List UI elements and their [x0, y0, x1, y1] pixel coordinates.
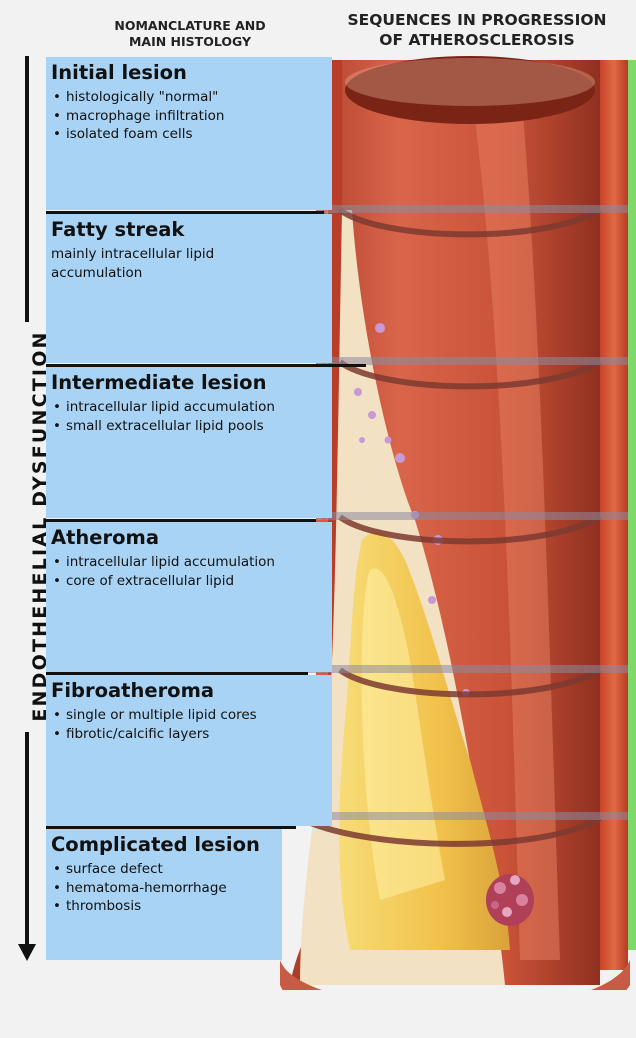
stage-items: single or multiple lipid cores fibrotic/…: [53, 706, 257, 743]
stage-items: intracellular lipid accumulation core of…: [53, 553, 275, 590]
stage-item: intracellular lipid accumulation: [53, 553, 275, 572]
stage-items: surface defect hematoma-hemorrhage throm…: [53, 860, 227, 916]
opening-rim: [345, 58, 595, 106]
stage-item: single or multiple lipid cores: [53, 706, 257, 725]
stage-title: Initial lesion: [51, 61, 187, 84]
stage-title: Intermediate lesion: [51, 371, 266, 394]
stage-item: histologically "normal": [53, 88, 224, 107]
stage-initial-lesion: Initial lesion histologically "normal" m…: [46, 57, 332, 210]
stage-intermediate-lesion: Intermediate lesion intracellular lipid …: [46, 367, 332, 518]
stage-item: intracellular lipid accumulation: [53, 398, 275, 417]
stage-item: thrombosis: [53, 897, 227, 916]
stage-atheroma: Atheroma intracellular lipid accumulatio…: [46, 522, 332, 672]
stage-item: core of extracellular lipid: [53, 572, 275, 591]
stage-description: mainly intracellular lipid accumulation: [51, 245, 321, 282]
stage-fatty-streak: Fatty streak mainly intracellular lipid …: [46, 214, 332, 363]
stage-item: fibrotic/calcific layers: [53, 725, 257, 744]
stage-item: hematoma-hemorrhage: [53, 879, 227, 898]
stage-items: histologically "normal" macrophage infil…: [53, 88, 224, 144]
stage-item: small extracellular lipid pools: [53, 417, 275, 436]
stage-title: Fibroatheroma: [51, 679, 214, 702]
stage-item: isolated foam cells: [53, 125, 224, 144]
stage-item: surface defect: [53, 860, 227, 879]
thrombus: [486, 874, 534, 926]
stage-title: Fatty streak: [51, 218, 184, 241]
stage-items: intracellular lipid accumulation small e…: [53, 398, 275, 435]
stage-item: macrophage infiltration: [53, 107, 224, 126]
bottom-whitespace: [280, 990, 630, 1038]
stage-complicated-lesion: Complicated lesion surface defect hemato…: [46, 829, 282, 960]
stage-title: Atheroma: [51, 526, 159, 549]
stage-title: Complicated lesion: [51, 833, 260, 856]
stage-fibroatheroma: Fibroatheroma single or multiple lipid c…: [46, 675, 332, 826]
